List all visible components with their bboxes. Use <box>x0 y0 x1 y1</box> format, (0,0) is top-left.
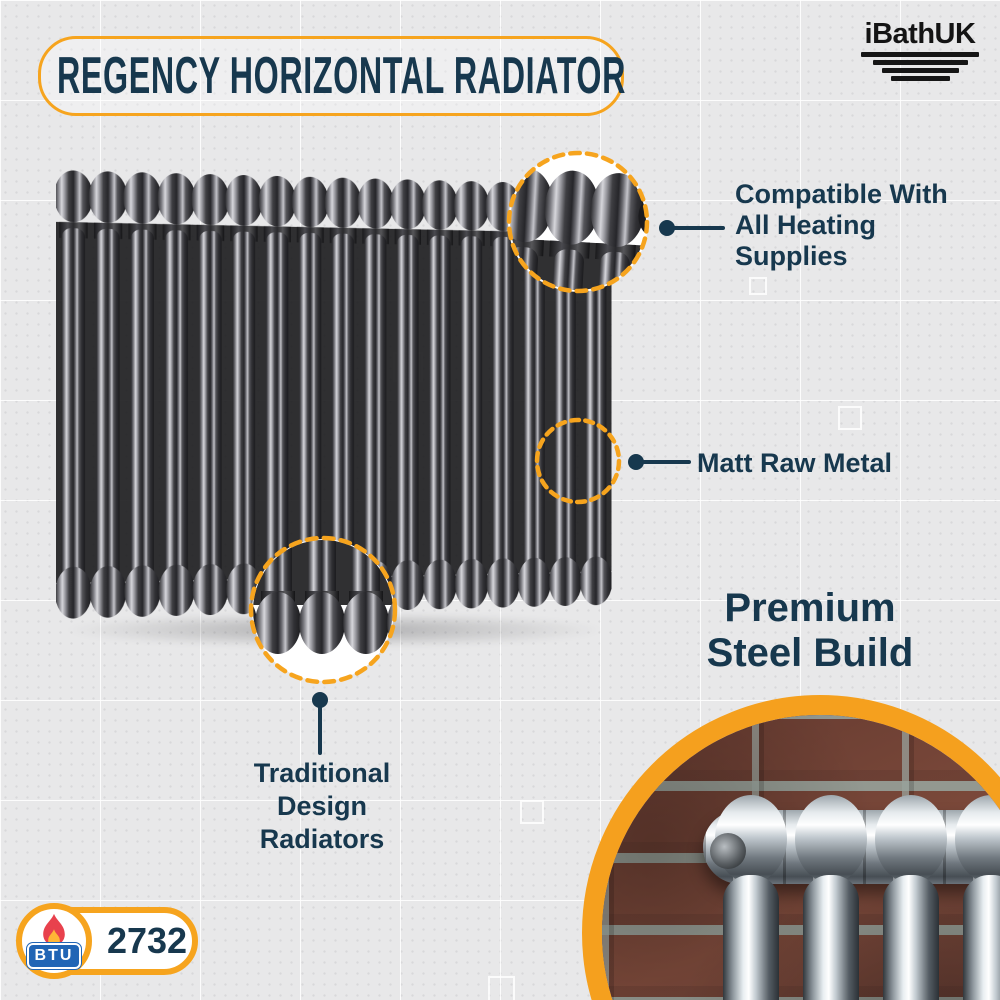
callout-connector-line <box>641 460 691 464</box>
decor-square <box>488 976 515 1000</box>
inset-radiator-knob <box>875 795 947 883</box>
brand-logo-text: iBathUK <box>864 18 976 50</box>
feature-text-line: Steel Build <box>706 631 914 675</box>
callout-label-line: All Heating <box>735 210 877 240</box>
callout-label-compatible: Compatible With All Heating Supplies <box>735 179 948 272</box>
btu-value: 2732 <box>106 920 188 961</box>
callout-label-line: Supplies <box>735 241 848 271</box>
callout-dot <box>659 220 675 236</box>
inset-photo <box>582 695 1000 1000</box>
title-banner: REGENCY HORIZONTAL RADIATOR <box>38 36 627 116</box>
brand-logo: iBathUK <box>845 18 995 81</box>
callout-label-matt: Matt Raw Metal <box>697 448 893 478</box>
inset-radiator-tube <box>963 875 1000 1000</box>
callout-dot <box>628 454 644 470</box>
callout-dashed-circle-matt <box>534 417 622 505</box>
callout-dot <box>312 692 328 708</box>
callout-label-line: Compatible With <box>735 179 948 209</box>
inset-radiator-tube <box>883 875 939 1000</box>
callout-magnifier-circle-traditional <box>248 535 398 685</box>
decor-square <box>520 800 544 824</box>
brand-logo-ripple-line-icon <box>861 52 979 57</box>
brand-logo-ripple-line-icon <box>872 60 968 65</box>
radiator-product-image <box>56 168 612 632</box>
inset-radiator-tube <box>803 875 859 1000</box>
inset-radiator-knob <box>795 795 867 883</box>
decor-square <box>749 277 767 295</box>
callout-label-line: Design <box>276 791 368 821</box>
callout-label-traditional: Traditional Design Radiators <box>222 757 422 856</box>
feature-premium-steel-build: Premium Steel Build <box>648 586 972 676</box>
flame-icon <box>43 913 65 947</box>
callout-connector-line <box>672 226 725 230</box>
feature-text-line: Premium <box>724 586 896 630</box>
callout-label-line: Traditional <box>253 758 391 788</box>
inset-radiator-tube <box>723 875 779 1000</box>
callout-label-line: Radiators <box>259 824 385 854</box>
page-title: REGENCY HORIZONTAL RADIATOR <box>57 47 627 105</box>
btu-logo-circle: BTU <box>16 903 92 979</box>
inset-radiator-valve <box>710 833 746 869</box>
callout-magnifier-circle-compatible <box>506 150 650 294</box>
brand-logo-ripple-line-icon <box>890 76 950 81</box>
decor-square <box>838 406 862 430</box>
callout-connector-line <box>318 705 322 755</box>
brand-logo-ripple-line-icon <box>881 68 959 73</box>
btu-label: BTU <box>27 943 81 969</box>
